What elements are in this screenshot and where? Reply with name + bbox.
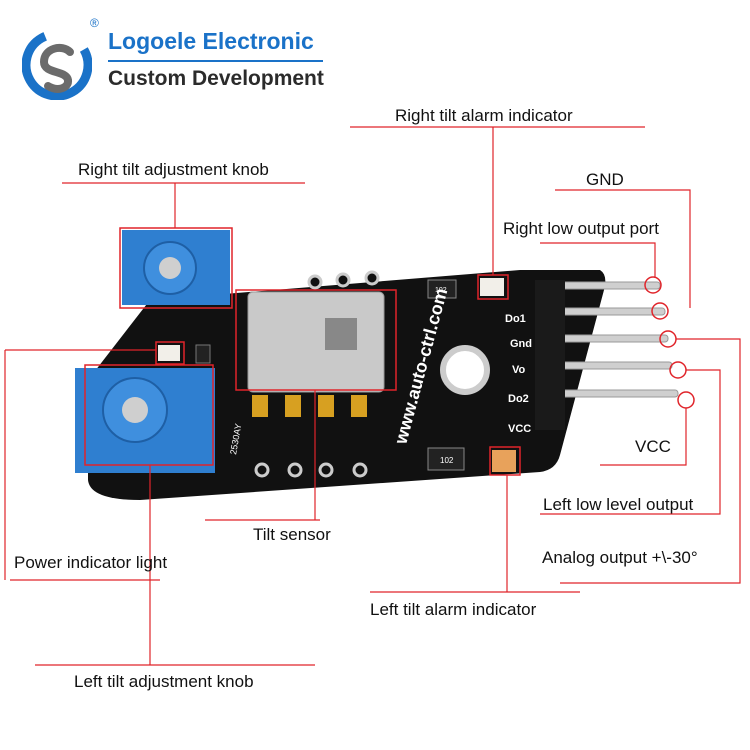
label-right-tilt-knob: Right tilt adjustment knob	[78, 160, 269, 179]
brand-tagline: Custom Development	[108, 67, 324, 90]
sensor-legs	[252, 395, 367, 417]
header-housing	[535, 280, 565, 430]
registered-mark: ®	[90, 16, 99, 30]
power-led	[158, 345, 180, 361]
callout-lines	[4, 126, 741, 666]
logo-divider	[108, 60, 323, 62]
pin-label-gnd: Gnd	[510, 338, 532, 350]
pin-label-do2: Do2	[508, 393, 529, 405]
label-power-indicator: Power indicator light	[14, 553, 168, 572]
label-right-tilt-alarm: Right tilt alarm indicator	[395, 106, 573, 125]
label-vcc: VCC	[635, 437, 671, 456]
sensor-datamatrix	[325, 318, 357, 350]
resistor-code-bottom: 102	[440, 456, 454, 465]
left-potentiometer	[75, 368, 215, 473]
logo	[21, 29, 93, 101]
center-mount-hole	[440, 345, 490, 395]
right-alarm-led	[480, 278, 504, 296]
resistor-code-top: 102	[435, 287, 447, 294]
label-right-low-output: Right low output port	[503, 219, 659, 238]
power-resistor	[195, 344, 211, 364]
resistor-bottom	[427, 447, 465, 471]
callout-boxes	[84, 227, 695, 476]
pin-label-vo: Vo	[512, 364, 526, 376]
right-potentiometer	[122, 230, 230, 305]
label-tilt-sensor: Tilt sensor	[253, 525, 331, 544]
label-analog-output: Analog output +\-30°	[542, 548, 698, 567]
mounting-holes	[254, 270, 380, 478]
label-left-low-level: Left low level output	[543, 495, 694, 514]
pin-label-vcc: VCC	[508, 423, 531, 435]
brand-name: Logoele Electronic	[108, 28, 314, 54]
logo-icon	[21, 29, 93, 101]
label-left-tilt-alarm: Left tilt alarm indicator	[370, 600, 537, 619]
pin-labels: Do1 Gnd Vo Do2 VCC	[505, 313, 532, 435]
tilt-sensor-module	[247, 291, 385, 393]
label-left-tilt-knob: Left tilt adjustment knob	[74, 672, 254, 691]
resistor-top	[427, 279, 457, 299]
pin-label-do1: Do1	[505, 313, 526, 325]
label-gnd: GND	[586, 170, 624, 189]
left-alarm-led	[492, 450, 516, 472]
